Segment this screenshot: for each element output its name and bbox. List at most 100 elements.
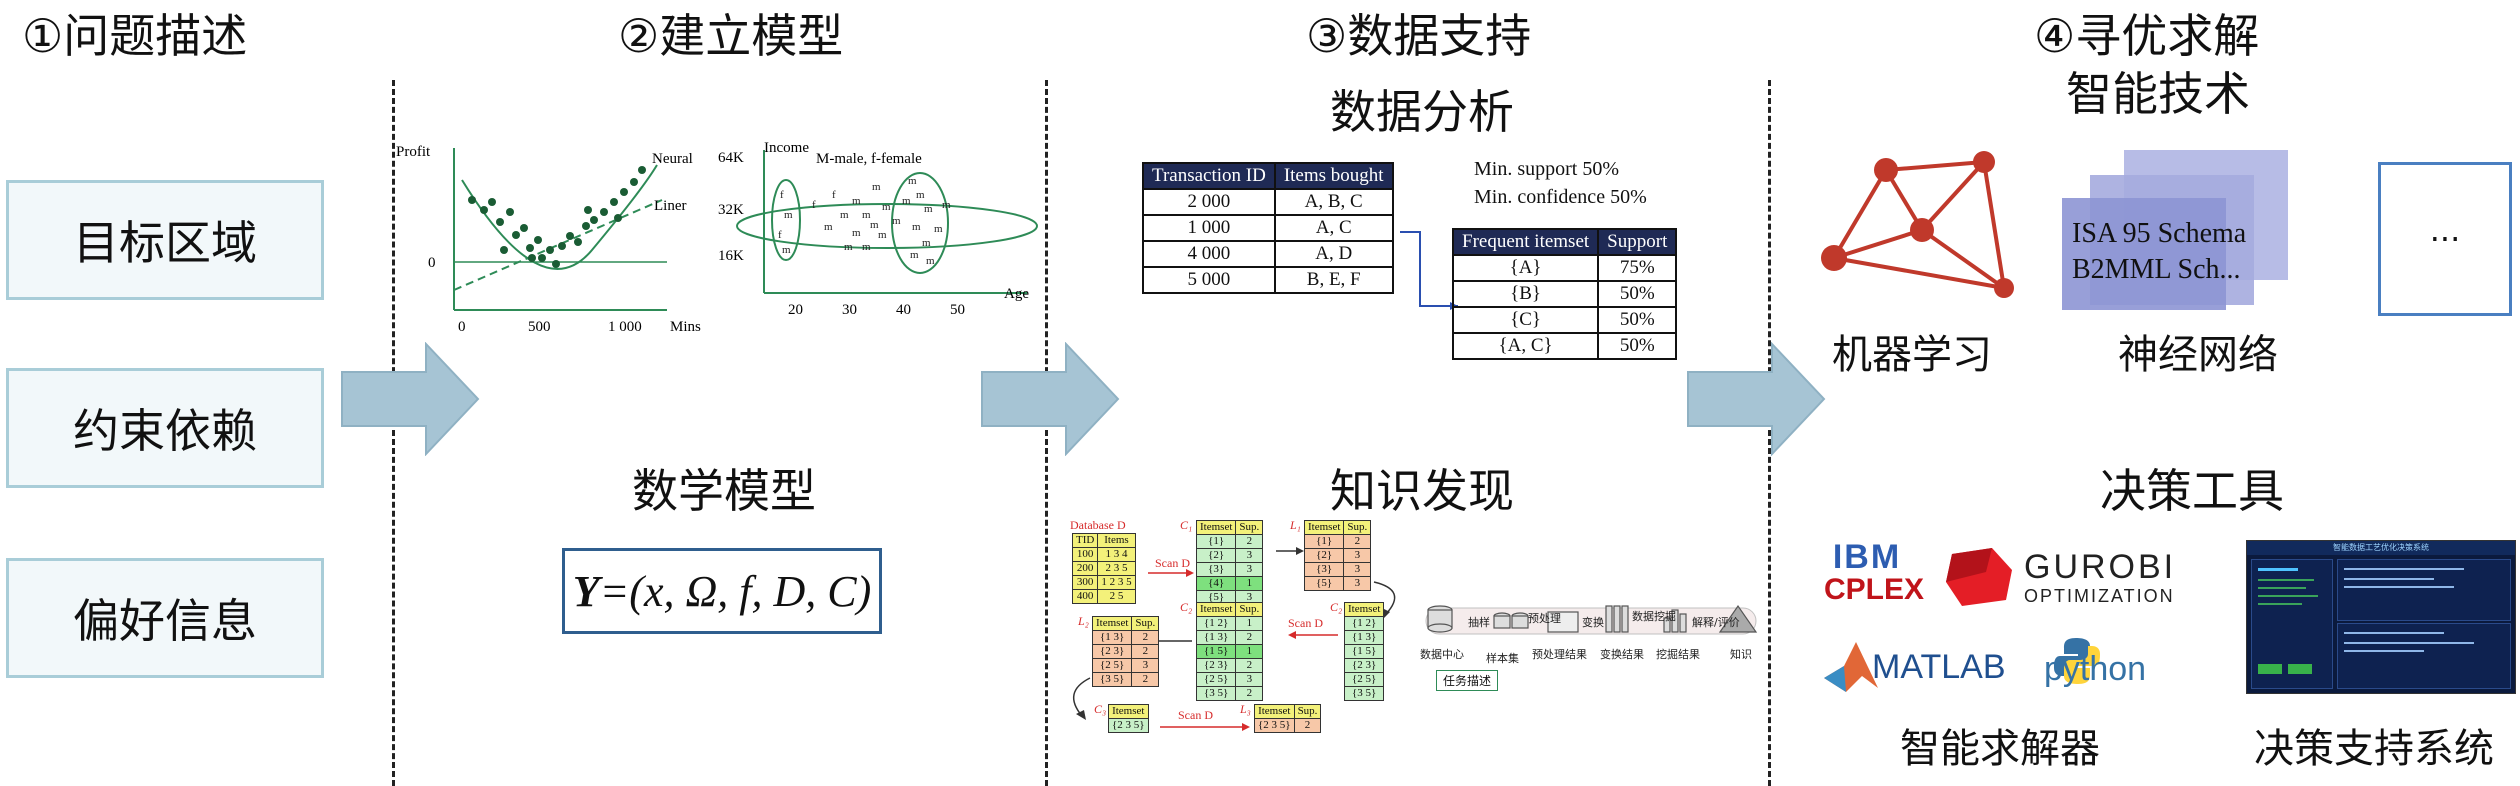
problem-box-constraint: 约束依赖 [6, 368, 324, 488]
l1-label: L₁ [1290, 518, 1301, 532]
svg-text:m: m [892, 215, 901, 227]
c1-label: C₁ [1180, 518, 1193, 532]
profit-ytick: 0 [428, 255, 436, 271]
data-analysis-title: 数据分析 [1330, 85, 1514, 139]
nn-card-line-1: ISA 95 Schema [2072, 218, 2247, 249]
pipe-step-4: 数据挖掘 [1632, 609, 1676, 623]
c3-table-wrap: Itemset {2 3 5} [1108, 704, 1149, 733]
section-title-data: ③数据支持 [1306, 9, 1532, 63]
dss-right-panel-bottom [2337, 623, 2511, 689]
scan-arrow-2 [1288, 631, 1338, 639]
analysis-connector [1400, 231, 1458, 310]
income-ytick-32k: 32K [718, 202, 744, 218]
c2-itemset-table: Itemset {1 2} {1 3} {1 5} {2 3} {2 5} {3… [1343, 602, 1385, 701]
section-title-optimize: ④寻优求解 [2034, 9, 2260, 63]
l2-curl-arrow [1073, 677, 1091, 720]
formula-box: Y=(x, Ω, f, D, C) [562, 548, 882, 634]
pipe-bottom-4: 变换结果 [1600, 647, 1644, 661]
more-tech-box: ··· [2378, 162, 2512, 316]
svg-text:m: m [924, 203, 933, 215]
c1-l1-arrow [1276, 547, 1304, 555]
neural-label: Neural [652, 151, 693, 167]
svg-text:m: m [878, 229, 887, 241]
pipe-bottom-3: 预处理结果 [1532, 648, 1587, 661]
python-text: python [2044, 650, 2147, 688]
svg-text:m: m [862, 209, 871, 221]
pipe-step-5: 解释/评价 [1692, 615, 1740, 629]
section-title-problem: ①问题描述 [22, 9, 248, 63]
income-xtick-30: 30 [842, 302, 857, 318]
profit-chart: Profit 0 Neural Liner 0 500 1 000 Mins [396, 144, 701, 335]
profit-ylabel: Profit [396, 144, 431, 160]
svg-text:m: m [912, 221, 921, 233]
kdd-pipeline: 抽样 预处理 变换 数据挖掘 解释/评价 数据中心 样本集 预处理结果 变换结果… [1420, 604, 1758, 665]
problem-box-preference: 偏好信息 [6, 558, 324, 678]
profit-xlabel: Mins [670, 319, 701, 335]
income-ylabel: Income [764, 140, 809, 156]
scan-arrow-3 [1160, 723, 1250, 731]
dss-left-panel [2251, 559, 2333, 689]
ml-network-graph [1821, 151, 2014, 298]
gurobi-subtext: OPTIMIZATION [2024, 586, 2175, 606]
min-support: Min. support 50% [1474, 158, 1619, 180]
liner-label: Liner [654, 198, 686, 214]
svg-text:f: f [778, 229, 782, 241]
income-xtick-50: 50 [950, 302, 965, 318]
task-description-box: 任务描述 [1436, 670, 1499, 691]
dss-screenshot: 智能数据工艺优化决策系统 [2246, 540, 2516, 694]
c2-sup-label: C₂ [1180, 600, 1193, 614]
l3-label: L₃ [1240, 702, 1251, 716]
c3-label: C₃ [1094, 702, 1107, 716]
scan-label-1: Scan D [1155, 556, 1190, 570]
svg-text:m: m [916, 189, 925, 201]
intelligent-tech-title: 智能技术 [2066, 67, 2250, 121]
svg-text:m: m [922, 237, 931, 249]
c3-table: Itemset {2 3 5} [1108, 704, 1149, 733]
pipe-bottom-2: 样本集 [1486, 651, 1519, 665]
income-legend: M-male, f-female [816, 151, 922, 167]
nn-card-line-2: B2MML Sch... [2072, 254, 2241, 285]
svg-text:m: m [872, 181, 881, 193]
income-ytick-16k: 16K [718, 248, 744, 264]
nn-card-front [2062, 198, 2226, 310]
pipe-bottom-6: 知识 [1730, 647, 1752, 661]
svg-text:m: m [824, 221, 833, 233]
matlab-text: MATLAB [1872, 648, 2006, 686]
section-title-model: ②建立模型 [618, 9, 844, 63]
problem-box-target: 目标区域 [6, 180, 324, 300]
dss-right-panel-top [2337, 559, 2511, 621]
l2-label: L₂ [1078, 614, 1089, 628]
svg-text:m: m [840, 209, 849, 221]
pipe-step-1: 抽样 [1468, 615, 1490, 629]
database-label: Database D [1070, 518, 1126, 532]
profit-xtick-1000: 1 000 [608, 319, 642, 335]
knowledge-discovery-title: 知识发现 [1330, 464, 1514, 518]
svg-text:m: m [882, 201, 891, 213]
formula-lhs: Y [572, 566, 600, 616]
profit-xtick-500: 500 [528, 319, 551, 335]
flow-arrow-1 [341, 342, 480, 456]
pipe-step-2: 预处理 [1528, 612, 1561, 625]
cplex-text: CPLEX [1824, 573, 1925, 606]
c2-label: C₂ [1330, 600, 1343, 614]
pipe-step-3: 变换 [1582, 615, 1604, 629]
svg-text:m: m [862, 241, 871, 253]
svg-text:m: m [942, 199, 951, 211]
divider-2 [1045, 80, 1048, 786]
scan-label-2: Scan D [1288, 616, 1323, 630]
income-xtick-40: 40 [896, 302, 911, 318]
svg-text:m: m [902, 195, 911, 207]
